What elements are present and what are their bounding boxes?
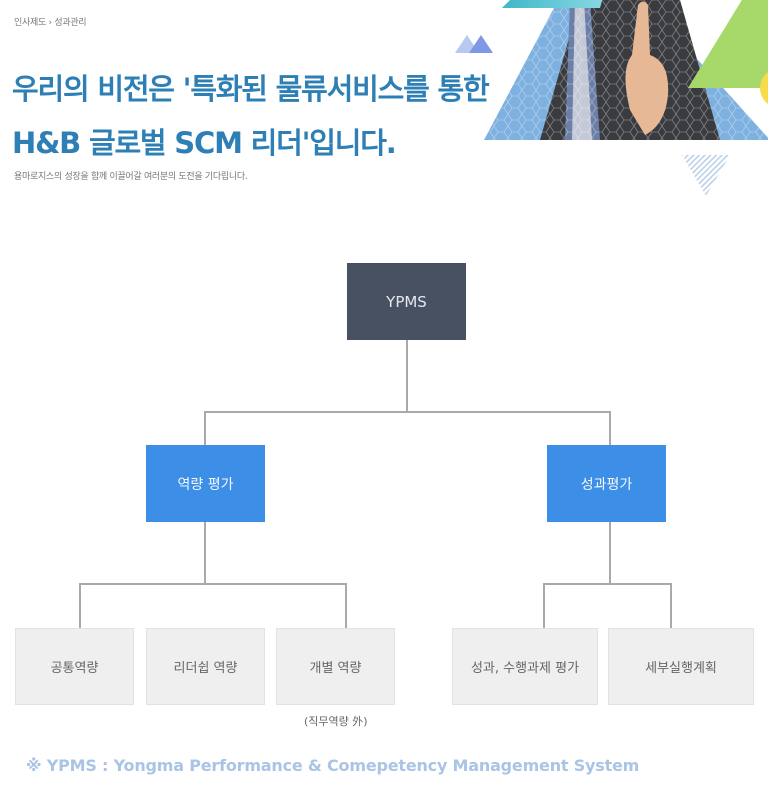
node-label: 역량 평가 <box>177 476 234 493</box>
connector-to-leaf-5 <box>670 583 672 628</box>
triangles-decoration-icon <box>455 35 493 53</box>
headline-line-2: H&B 글로벌 SCM 리더'입니다. <box>12 126 397 160</box>
breadcrumb-item-performance[interactable]: 성과관리 <box>54 18 87 28</box>
connector-level1-horizontal <box>204 411 611 413</box>
connector-root-down <box>406 340 408 412</box>
headline-line-1: 우리의 비전은 '특화된 물류서비스를 통한 <box>12 72 490 106</box>
breadcrumb-item-hr-system[interactable]: 인사제도 <box>14 18 46 28</box>
connector-branch-right-down <box>609 522 611 584</box>
businessman-pointing-image <box>484 0 768 196</box>
node-individual-competency: 개별 역량 <box>276 628 395 705</box>
ypms-definition-footnote: ※ YPMS : Yongma Performance & Comepetenc… <box>26 756 640 775</box>
node-label: 리더쉽 역량 <box>173 661 238 676</box>
connector-to-branch-left <box>204 411 206 445</box>
connector-level2-left-horizontal <box>79 583 347 585</box>
connector-to-branch-right <box>609 411 611 445</box>
connector-to-leaf-3 <box>345 583 347 628</box>
node-label: 세부실행계획 <box>645 661 717 676</box>
node-label: 성과평가 <box>580 476 633 493</box>
breadcrumb: 인사제도 › 성과관리 <box>14 15 87 28</box>
node-label: 공통역량 <box>50 661 99 676</box>
node-detailed-action-plan: 세부실행계획 <box>608 628 754 705</box>
node-performance-task-evaluation: 성과, 수행과제 평가 <box>452 628 598 705</box>
node-root-ypms: YPMS <box>347 263 466 340</box>
node-competency-evaluation: 역량 평가 <box>146 445 265 522</box>
page-subtitle: 용마로지스의 성장을 함께 이끌어갈 여러분의 도전을 기다립니다. <box>14 172 248 182</box>
node-leadership-competency: 리더쉽 역량 <box>146 628 265 705</box>
connector-level2-right-horizontal <box>543 583 672 585</box>
connector-to-leaf-1 <box>79 583 81 628</box>
individual-competency-note: (직무역량 外) <box>304 715 368 728</box>
breadcrumb-separator: › <box>48 18 52 28</box>
node-label: YPMS <box>386 292 427 311</box>
node-performance-evaluation: 성과평가 <box>547 445 666 522</box>
node-label: 성과, 수행과제 평가 <box>470 661 580 676</box>
node-label: 개별 역량 <box>309 661 362 676</box>
connector-to-leaf-4 <box>543 583 545 628</box>
page-headline: 우리의 비전은 '특화된 물류서비스를 통한 H&B 글로벌 SCM 리더'입니… <box>12 62 490 170</box>
connector-branch-left-down <box>204 522 206 584</box>
node-common-competency: 공통역량 <box>15 628 134 705</box>
